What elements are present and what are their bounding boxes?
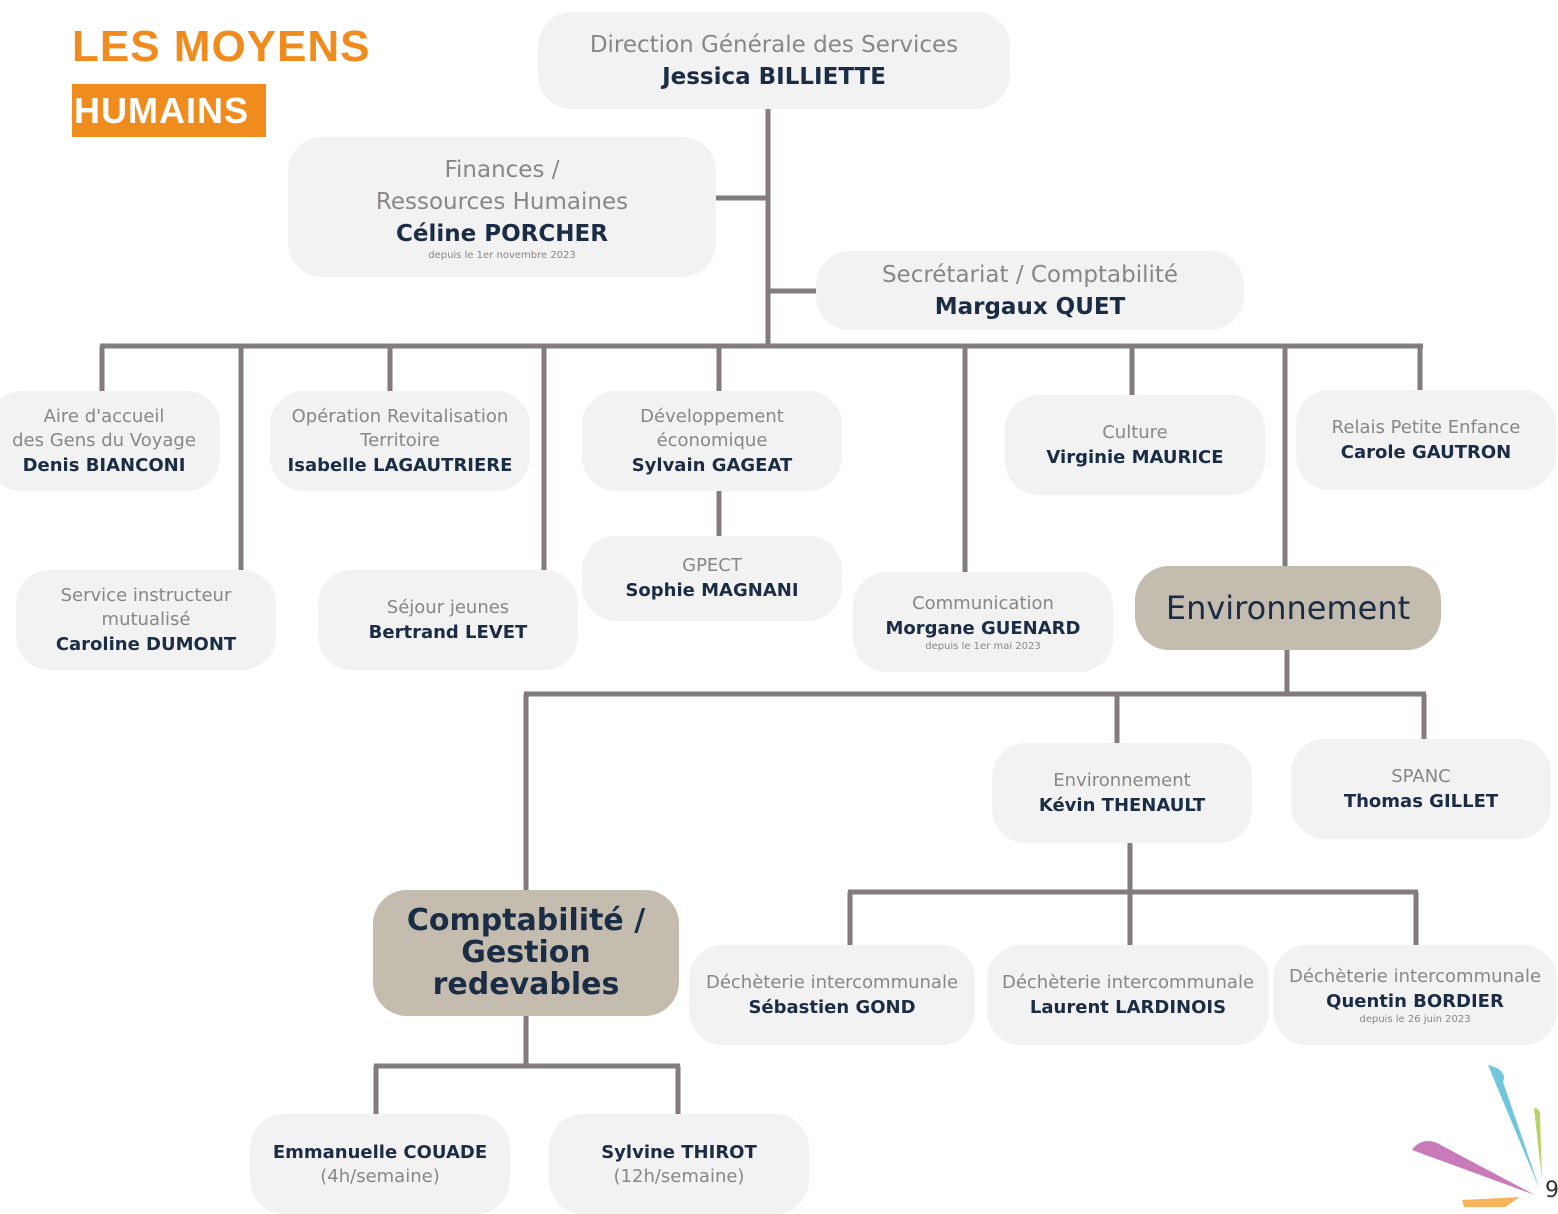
node-person: Sébastien GOND (748, 996, 916, 1018)
node-aire-accueil: Aire d'accueil des Gens du Voyage Denis … (0, 391, 220, 491)
page-number: 9 (1545, 1178, 1558, 1203)
node-label: Séjour jeunes (386, 596, 510, 618)
node-communication: Communication Morgane GUENARD depuis le … (853, 572, 1113, 672)
node-person: Morgane GUENARD (885, 618, 1081, 639)
node-label: SPANC (1391, 765, 1451, 787)
node-secretariat: Secrétariat / Comptabilité Margaux QUET (816, 251, 1244, 330)
node-person: Jessica BILLIETTE (662, 63, 886, 90)
node-title: Comptabilité / (406, 903, 646, 938)
node-direction-generale: Direction Générale des Services Jessica … (538, 12, 1010, 109)
node-title: Environnement (1165, 589, 1411, 627)
node-label: Déchèterie intercommunale (1001, 971, 1255, 993)
node-label: Finances / (444, 156, 560, 183)
node-label: mutualisé (101, 608, 191, 630)
node-label: Opération Revitalisation (291, 405, 509, 427)
node-decheterie-3: Déchèterie intercommunale Quentin BORDIE… (1273, 945, 1557, 1045)
node-label: Déchèterie intercommunale (1288, 966, 1542, 987)
node-person: Carole GAUTRON (1340, 441, 1512, 463)
node-note: depuis le 1er mai 2023 (925, 641, 1041, 652)
node-service-instructeur: Service instructeur mutualisé Caroline D… (16, 570, 276, 670)
node-person: Céline PORCHER (396, 220, 608, 247)
node-person: Virginie MAURICE (1046, 446, 1224, 468)
node-note: depuis le 26 juin 2023 (1359, 1014, 1471, 1025)
node-person: Thomas GILLET (1343, 790, 1499, 812)
node-label: des Gens du Voyage (12, 429, 196, 451)
node-person: Quentin BORDIER (1326, 991, 1504, 1012)
node-person: Emmanuelle COUADE (272, 1141, 488, 1163)
node-comptabilite-head: Comptabilité / Gestion redevables (373, 890, 679, 1016)
node-sejour-jeunes: Séjour jeunes Bertrand LEVET (318, 570, 578, 670)
node-person: Kévin THENAULT (1038, 794, 1206, 816)
node-culture: Culture Virginie MAURICE (1005, 395, 1265, 495)
node-label: Secrétariat / Comptabilité (881, 261, 1179, 288)
node-thirot: Sylvine THIROT (12h/semaine) (549, 1114, 809, 1214)
node-label: Service instructeur (60, 584, 232, 606)
node-label: Direction Générale des Services (589, 31, 959, 58)
node-person: Margaux QUET (934, 293, 1126, 320)
node-developpement-economique: Développement économique Sylvain GAGEAT (582, 391, 842, 491)
node-label: économique (656, 429, 768, 451)
node-person: Caroline DUMONT (55, 633, 237, 655)
node-couade: Emmanuelle COUADE (4h/semaine) (250, 1114, 510, 1214)
node-person: Laurent LARDINOIS (1029, 996, 1227, 1018)
node-decheterie-2: Déchèterie intercommunale Laurent LARDIN… (987, 945, 1269, 1045)
node-person: Bertrand LEVET (368, 621, 528, 643)
node-finances-rh: Finances / Ressources Humaines Céline PO… (288, 137, 716, 277)
node-note: depuis le 1er novembre 2023 (428, 249, 576, 261)
node-relais-petite-enfance: Relais Petite Enfance Carole GAUTRON (1296, 390, 1556, 490)
node-label: GPECT (682, 555, 742, 576)
node-label: Environnement (1053, 769, 1191, 791)
node-gpect: GPECT Sophie MAGNANI (582, 536, 842, 621)
page-title-line2: HUMAINS (72, 84, 266, 137)
node-title: Gestion redevables (432, 935, 620, 1002)
node-person: Denis BIANCONI (22, 454, 186, 476)
node-label: Territoire (360, 429, 440, 451)
node-person: Sophie MAGNANI (625, 580, 799, 601)
node-label: Développement (640, 405, 784, 427)
node-environnement-head: Environnement (1135, 566, 1441, 650)
brand-logo (1412, 1065, 1542, 1207)
node-spanc: SPANC Thomas GILLET (1291, 739, 1551, 839)
node-hours: (12h/semaine) (613, 1165, 745, 1187)
node-orv: Opération Revitalisation Territoire Isab… (270, 391, 530, 491)
node-label: Ressources Humaines (375, 188, 629, 215)
page-title-line1: LES MOYENS (72, 22, 371, 71)
node-person: Sylvine THIROT (601, 1141, 757, 1163)
node-label: Aire d'accueil (43, 405, 165, 427)
node-label: Déchèterie intercommunale (705, 971, 959, 993)
node-label: Communication (912, 593, 1054, 614)
node-person: Isabelle LAGAUTRIERE (287, 454, 513, 476)
node-environnement-agent: Environnement Kévin THENAULT (992, 743, 1252, 843)
node-label: Relais Petite Enfance (1331, 416, 1521, 438)
node-label: Culture (1102, 421, 1168, 443)
node-hours: (4h/semaine) (320, 1165, 440, 1187)
node-person: Sylvain GAGEAT (631, 454, 793, 476)
node-decheterie-1: Déchèterie intercommunale Sébastien GOND (689, 945, 975, 1045)
